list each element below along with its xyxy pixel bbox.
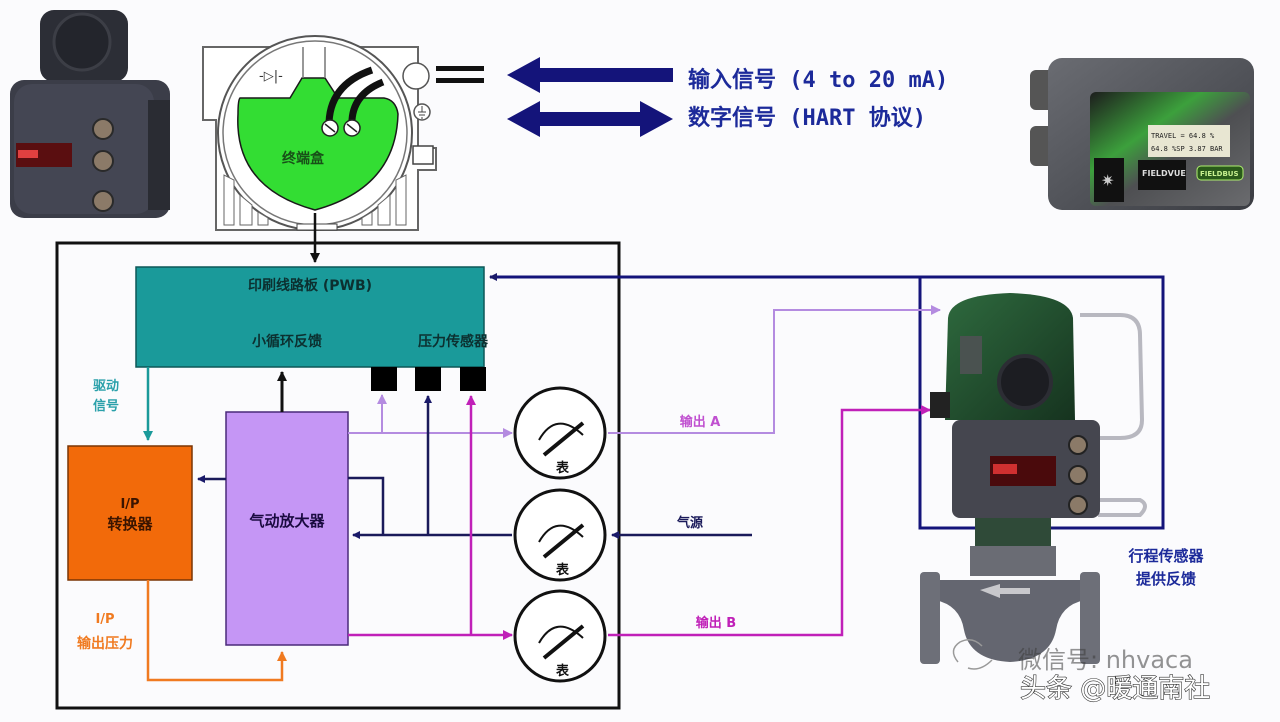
pressure-sensor-3 [460,367,486,391]
device-badge: FIELDBUS [1200,170,1239,178]
pneumatic-relay-block: 气动放大器 [225,411,349,646]
device-brand: FIELDVUE [1142,169,1186,178]
gauge-supply: 表 [513,488,607,582]
dvc-digital-positioner-image-right: TRAVEL = 64.8 % 64.8 %SP 3.87 BAR FIELDV… [1030,58,1254,210]
ip-converter-label-1: I/P [120,497,139,512]
gauge-output-b: 表 [513,589,607,683]
wechat-watermark: 微信号: nhvaca [1018,646,1193,674]
gauge-label: 表 [555,460,570,476]
ip-output-pressure-label-1: I/P [95,612,114,627]
pressure-sensor-2 [415,367,441,391]
positioner-housing [55,241,621,710]
pwb-title: 印刷线路板 (PWB) [248,277,372,294]
watermark: 微信号: nhvaca 头条 @暖通南社 [952,639,1211,705]
diode-symbol-icon: -▷|- [259,69,283,84]
travel-sensor-label-1: 行程传感器 [1127,547,1204,565]
wechat-icon [952,639,993,670]
toutiao-watermark: 头条 @暖通南社 [1020,674,1210,704]
terminal-box-label: 终端盒 [282,150,325,167]
terminal-box: -▷|- 终端盒 [202,35,484,231]
dvc-positioner-image-left [10,10,170,218]
supply-label: 气源 [677,515,703,531]
device-display-line2: 64.8 %SP 3.87 BAR [1151,145,1223,153]
gauge-output-a: 表 [513,386,607,480]
ip-converter-label-2: 转换器 [107,515,153,533]
input-signal-label: 输入信号 (4 to 20 mA) [688,67,948,93]
pwb-block: 印刷线路板 (PWB) 小循环反馈 压力传感器 [135,266,489,368]
input-signal-arrow-icon [507,57,673,93]
gauge-label: 表 [555,663,570,679]
output-a-label: 输出 A [680,414,721,430]
drive-signal-label-1: 驱动 [93,379,119,394]
sun-icon: ✷ [1101,171,1114,190]
control-valve-image [920,293,1147,664]
ip-output-pressure-label-2: 输出压力 [77,635,133,652]
minor-loop-feedback-label: 小循环反馈 [252,333,322,350]
gauge-label: 表 [555,562,570,578]
pressure-sensor-label: 压力传感器 [418,333,489,350]
travel-sensor-label-2: 提供反馈 [1136,570,1196,588]
drive-signal-label-2: 信号 [93,398,119,414]
pressure-sensor-1 [371,367,397,391]
ip-converter-block: I/P 转换器 [67,445,193,581]
output-b-label: 输出 B [696,615,736,631]
signal-legend: 输入信号 (4 to 20 mA) 数字信号 (HART 协议) [507,57,948,137]
bidirectional-signal-arrow-icon [507,101,673,137]
device-display-line1: TRAVEL = 64.8 % [1151,132,1215,140]
pneumatic-relay-label: 气动放大器 [248,512,325,530]
digital-signal-label: 数字信号 (HART 协议) [688,105,926,131]
